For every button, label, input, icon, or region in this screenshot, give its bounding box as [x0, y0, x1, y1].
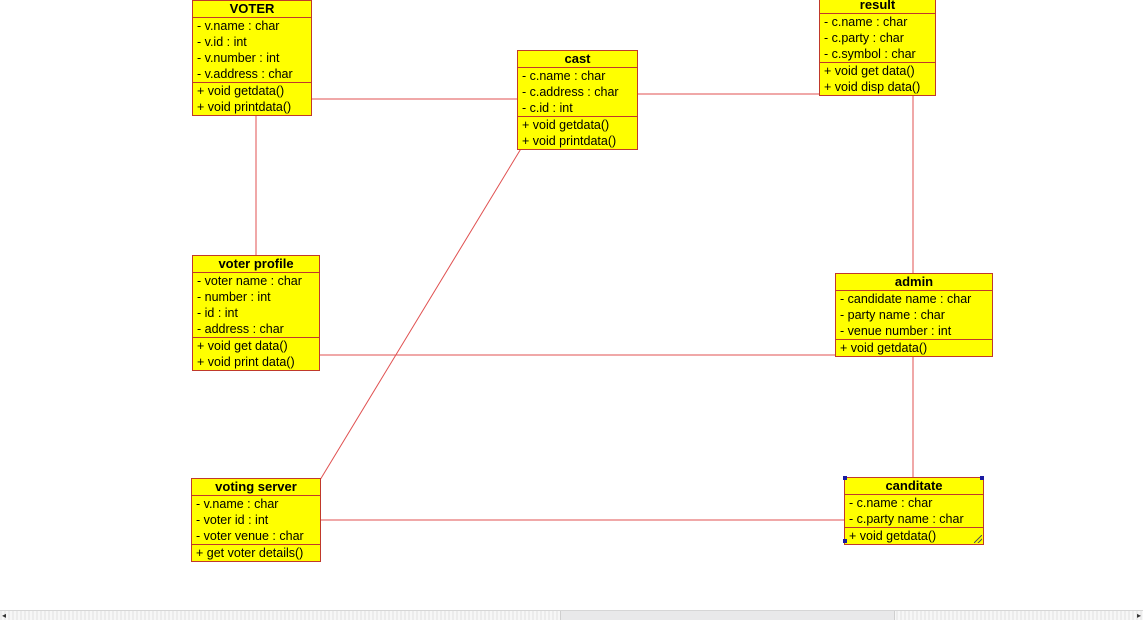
- operation-list: + void get data() + void print data(): [193, 338, 319, 370]
- operation: + void getdata(): [522, 118, 610, 132]
- operation: + void printdata(): [522, 134, 617, 148]
- attribute: - v.name : char: [196, 497, 279, 511]
- class-name: admin: [836, 274, 992, 291]
- operation: + void get data(): [824, 64, 915, 78]
- attribute-list: - c.name : char - c.party : char - c.sym…: [820, 14, 935, 63]
- operation: + void print data(): [197, 355, 295, 369]
- attribute: - c.id : int: [522, 101, 573, 115]
- operation-list: + void getdata(): [836, 340, 992, 356]
- attribute: - c.symbol : char: [824, 47, 916, 61]
- selection-handle[interactable]: [980, 476, 984, 480]
- scroll-left-arrow-icon[interactable]: ◂: [2, 611, 7, 620]
- operation-list: + get voter details(): [192, 545, 320, 561]
- operation-list: + void get data() + void disp data(): [820, 63, 935, 95]
- operation: + void printdata(): [197, 100, 292, 114]
- attribute: - id : int: [197, 306, 238, 320]
- attribute: - c.name : char: [824, 15, 908, 29]
- class-voter[interactable]: VOTER - v.name : char - v.id : int - v.n…: [192, 0, 312, 116]
- attribute: - c.party : char: [824, 31, 904, 45]
- class-voting-server[interactable]: voting server - v.name : char - voter id…: [191, 478, 321, 562]
- attribute: - c.party name : char: [849, 512, 964, 526]
- attribute: - v.id : int: [197, 35, 247, 49]
- class-cast[interactable]: cast - c.name : char - c.address : char …: [517, 50, 638, 150]
- scrollbar-thumb[interactable]: [560, 611, 895, 620]
- operation: + get voter details(): [196, 546, 304, 560]
- operation-list: + void getdata() + void printdata(): [193, 83, 311, 115]
- class-result[interactable]: result - c.name : char - c.party : char …: [819, 0, 936, 96]
- resize-grip-icon[interactable]: [974, 535, 982, 543]
- scroll-right-arrow-icon[interactable]: ▸: [1136, 611, 1141, 620]
- attribute-list: - v.name : char - v.id : int - v.number …: [193, 18, 311, 83]
- attribute: - venue number : int: [840, 324, 952, 338]
- class-admin[interactable]: admin - candidate name : char - party na…: [835, 273, 993, 357]
- attribute: - v.number : int: [197, 51, 280, 65]
- operation: + void getdata(): [840, 341, 928, 355]
- association-cast-votingserver[interactable]: [319, 146, 523, 481]
- class-canditate[interactable]: canditate - c.name : char - c.party name…: [844, 477, 984, 545]
- horizontal-scrollbar[interactable]: ◂ ▸: [0, 610, 1143, 620]
- operation-list: + void getdata() + void printdata(): [518, 117, 637, 149]
- operation: + void get data(): [197, 339, 288, 353]
- class-name: result: [820, 0, 935, 14]
- selection-handle[interactable]: [843, 539, 847, 543]
- attribute: - address : char: [197, 322, 284, 336]
- attribute: - voter name : char: [197, 274, 302, 288]
- attribute: - voter id : int: [196, 513, 269, 527]
- attribute: - c.address : char: [522, 85, 619, 99]
- class-voter-profile[interactable]: voter profile - voter name : char - numb…: [192, 255, 320, 371]
- operation: + void disp data(): [824, 80, 921, 94]
- attribute: - v.address : char: [197, 67, 293, 81]
- attribute: - voter venue : char: [196, 529, 304, 543]
- class-name: voter profile: [193, 256, 319, 273]
- operation: + void getdata(): [849, 529, 937, 543]
- class-name: canditate: [845, 478, 983, 495]
- attribute-list: - voter name : char - number : int - id …: [193, 273, 319, 338]
- class-name: cast: [518, 51, 637, 68]
- attribute: - v.name : char: [197, 19, 280, 33]
- attribute: - c.name : char: [522, 69, 606, 83]
- attribute: - party name : char: [840, 308, 945, 322]
- class-name: voting server: [192, 479, 320, 496]
- operation: + void getdata(): [197, 84, 285, 98]
- attribute: - number : int: [197, 290, 271, 304]
- attribute-list: - c.name : char - c.address : char - c.i…: [518, 68, 637, 117]
- attribute: - candidate name : char: [840, 292, 972, 306]
- class-name: VOTER: [193, 1, 311, 18]
- attribute-list: - v.name : char - voter id : int - voter…: [192, 496, 320, 545]
- operation-list: + void getdata(): [845, 528, 983, 544]
- attribute-list: - candidate name : char - party name : c…: [836, 291, 992, 340]
- attribute-list: - c.name : char - c.party name : char: [845, 495, 983, 528]
- selection-handle[interactable]: [843, 476, 847, 480]
- attribute: - c.name : char: [849, 496, 933, 510]
